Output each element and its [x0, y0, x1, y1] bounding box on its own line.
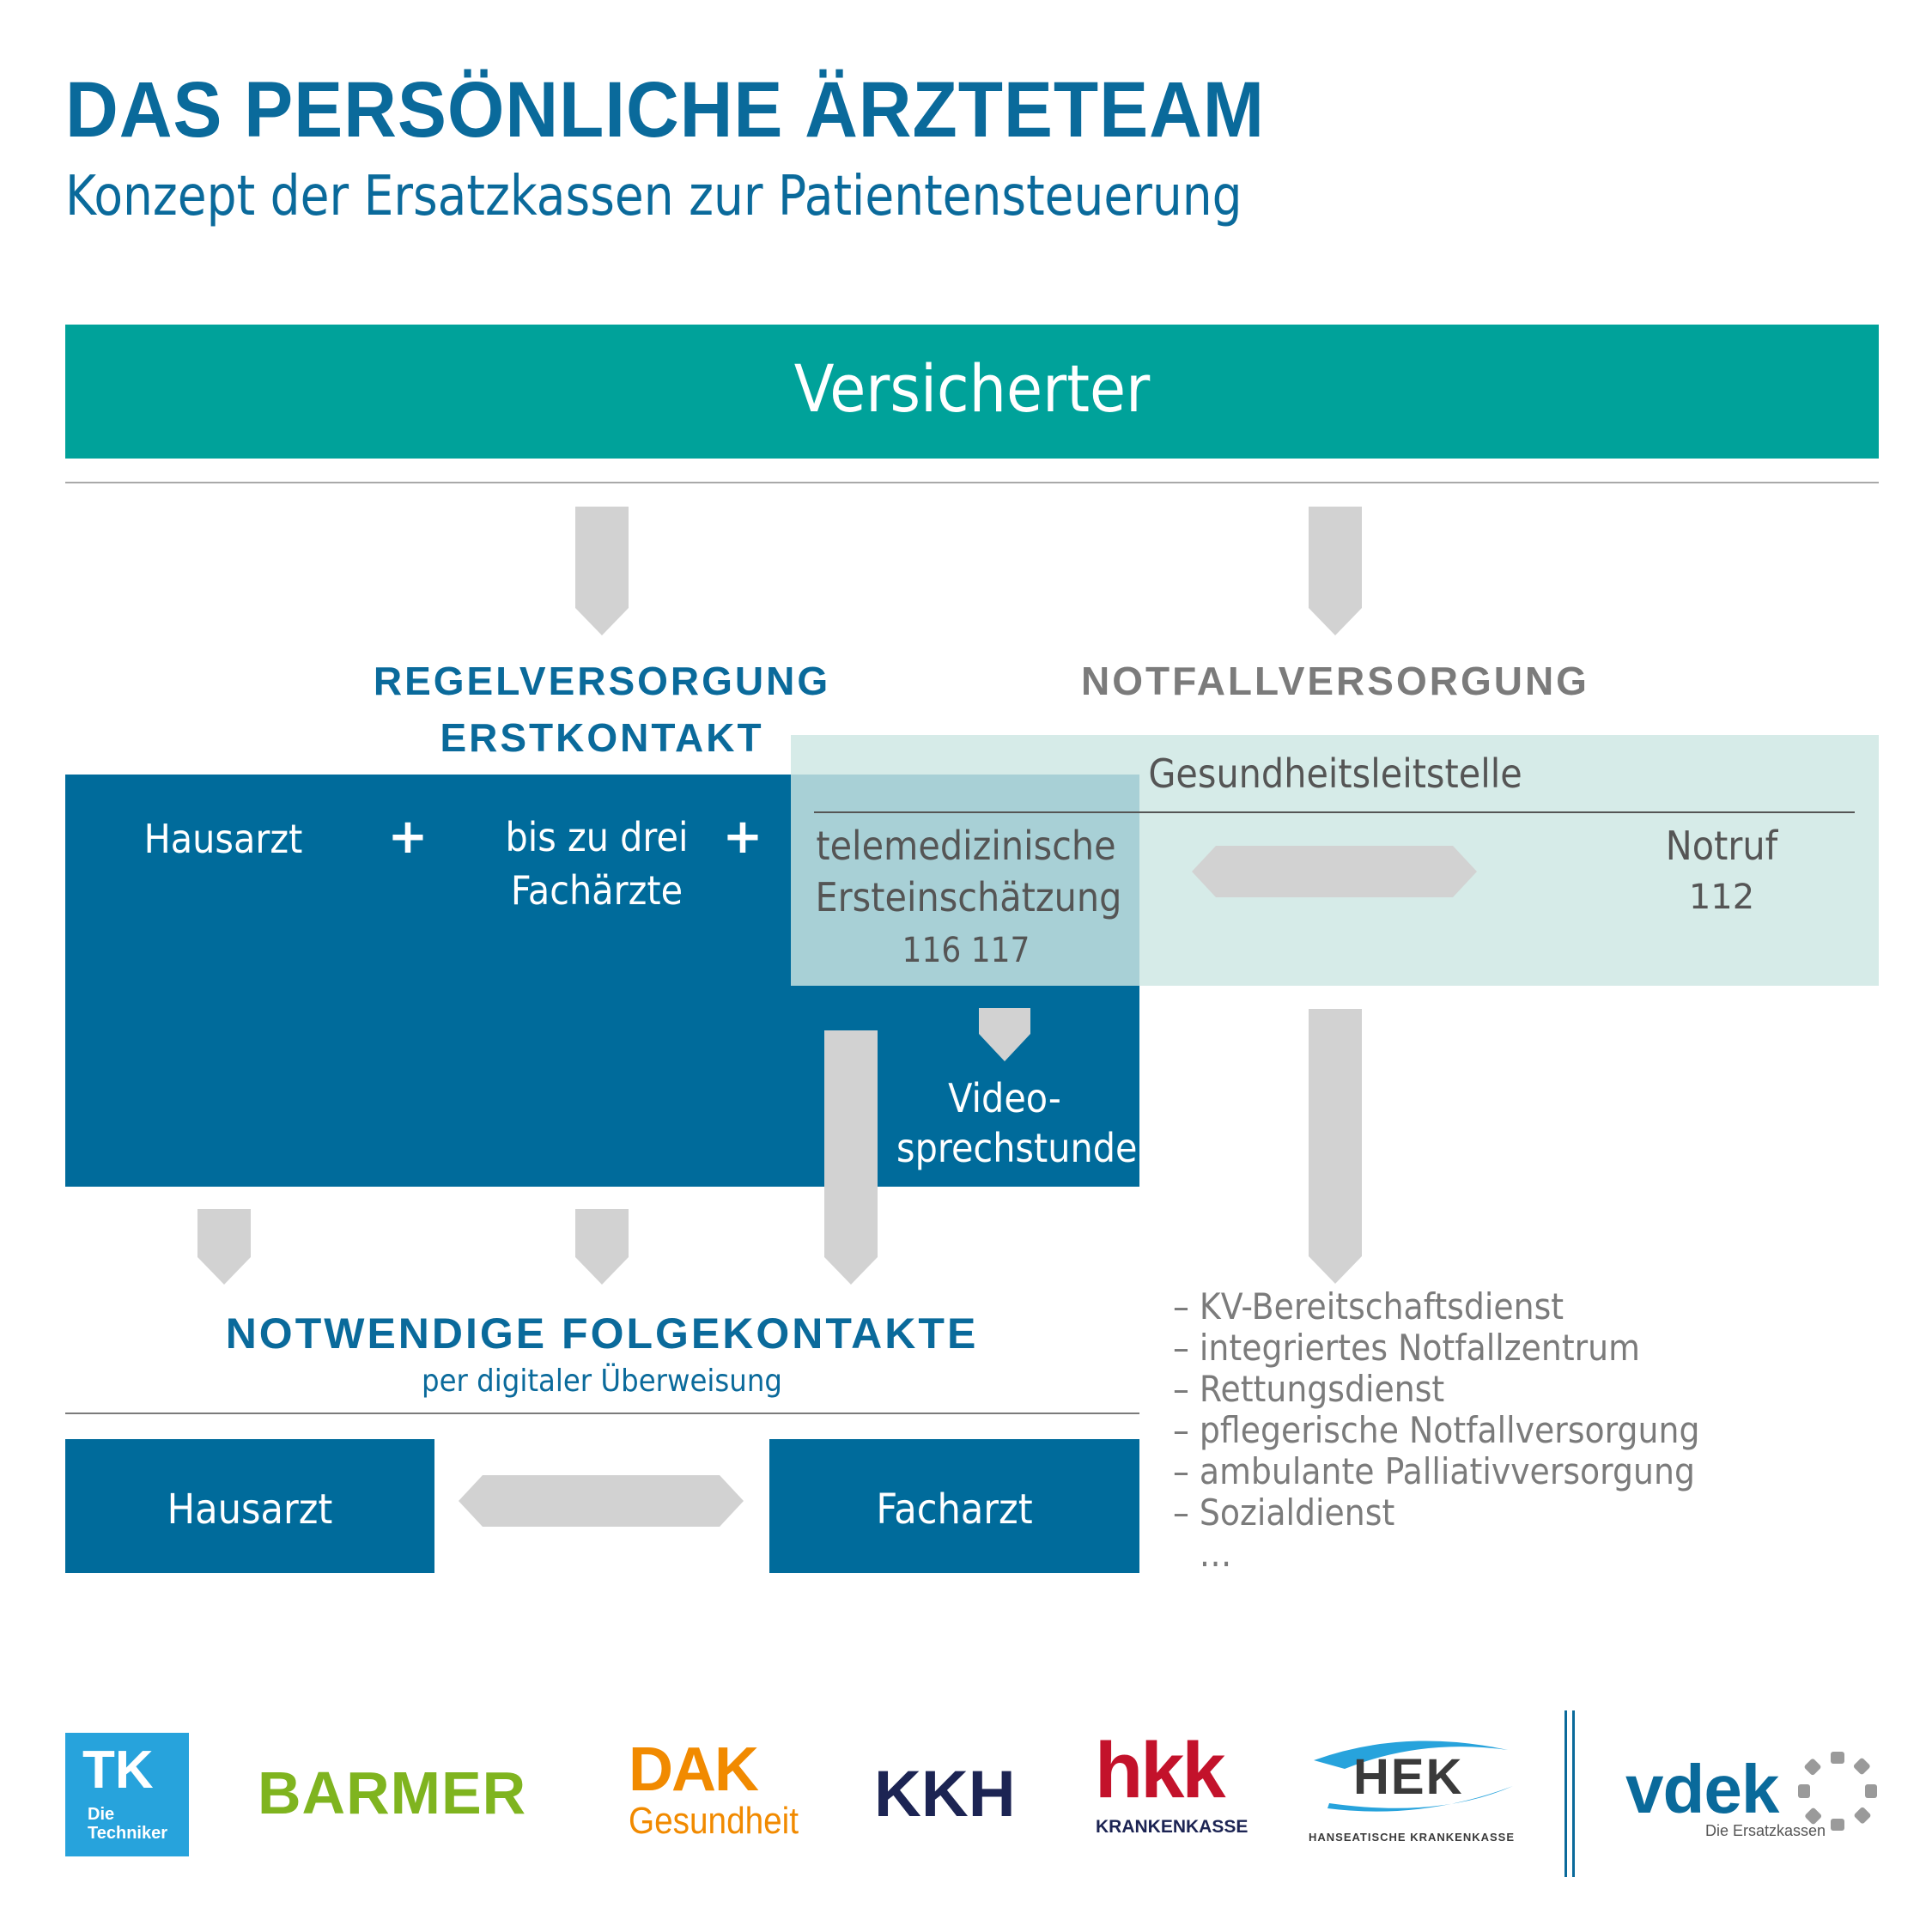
divider-top	[65, 482, 1879, 483]
vdek-logo-sub: Die Ersatzkassen	[1705, 1822, 1826, 1839]
hkk-logo: hkk	[1095, 1727, 1226, 1814]
hausarzt-label: Hausarzt	[143, 816, 303, 862]
logo-separator	[1564, 1710, 1567, 1877]
notruf-number: 112	[1688, 878, 1755, 917]
arrow-down-icon	[1309, 1009, 1362, 1284]
hek-logo: HEK	[1353, 1749, 1464, 1805]
dak-logo-sub: Gesundheit	[629, 1800, 799, 1842]
hek-swoosh-icon	[1314, 1741, 1513, 1812]
double-arrow-icon	[1192, 846, 1477, 897]
versicherter-bar	[65, 325, 1879, 459]
folgekontakte-subheading: per digitaler Überweisung	[422, 1364, 782, 1399]
arrow-down-icon	[824, 1030, 878, 1285]
double-arrow-icon	[459, 1475, 744, 1527]
kkh-logo: KKH	[874, 1758, 1016, 1831]
dak-logo: DAK	[629, 1735, 759, 1804]
vdek-ring-icon	[1798, 1752, 1877, 1831]
telemedizin-number: 116 117	[902, 931, 1030, 970]
arrow-down-icon	[979, 1008, 1030, 1061]
logo-separator	[1572, 1710, 1575, 1877]
page-title: DAS PERSÖNLICHE ÄRZTETEAM	[65, 66, 1266, 154]
list-item: – Sozialdienst	[1173, 1492, 1395, 1534]
arrow-down-icon	[197, 1209, 251, 1285]
notruf-label: Notruf	[1665, 823, 1778, 869]
plus-icon: +	[722, 809, 763, 865]
vdek-logo: vdek	[1625, 1751, 1779, 1827]
barmer-logo: BARMER	[258, 1759, 527, 1826]
fachaerzte-label-line1: bis zu drei	[505, 814, 689, 860]
videosprechstunde-line2: sprechstunde	[896, 1125, 1138, 1171]
versicherter-label: Versicherter	[793, 350, 1151, 427]
hausarzt-box-label: Hausarzt	[167, 1485, 333, 1534]
page-subtitle: Konzept der Ersatzkassen zur Patientenst…	[65, 165, 1242, 228]
leitstelle-divider	[814, 811, 1855, 813]
telemedizin-label-line1: telemedizinische	[816, 823, 1116, 869]
list-item: – KV-Bereitschaftsdienst	[1173, 1285, 1564, 1327]
list-item: – ambulante Palliativversorgung	[1173, 1450, 1695, 1492]
list-item: – pflegerische Notfallversorgung	[1173, 1409, 1700, 1451]
plus-icon: +	[387, 809, 428, 865]
facharzt-box	[769, 1439, 1139, 1573]
divider-folge	[65, 1413, 1139, 1414]
list-item: – Rettungsdienst	[1173, 1368, 1445, 1410]
videosprechstunde-line1: Video-	[948, 1075, 1061, 1121]
telemedizin-label-line2: Ersteinschätzung	[815, 874, 1122, 920]
arrow-down-icon	[1309, 507, 1362, 635]
list-item: …	[1199, 1533, 1232, 1575]
notfall-services-list: – KV-Bereitschaftsdienst – integriertes …	[1173, 1286, 1776, 1575]
notfallversorgung-heading: NOTFALLVERSORGUNG	[1081, 659, 1589, 703]
regelversorgung-heading: REGELVERSORGUNG	[373, 659, 831, 703]
hausarzt-box	[65, 1439, 434, 1573]
gesundheitsleitstelle-label: Gesundheitsleitstelle	[1148, 750, 1522, 797]
list-item: – integriertes Notfallzentrum	[1173, 1327, 1640, 1369]
arrow-down-icon	[575, 507, 629, 635]
tk-logo-line2: Techniker	[88, 1824, 167, 1843]
hek-logo-sub: HANSEATISCHE KRANKENKASSE	[1309, 1831, 1516, 1844]
tk-logo-mark: TK	[82, 1741, 154, 1800]
hkk-logo-sub: KRANKENKASSE	[1096, 1817, 1249, 1837]
fachaerzte-label-line2: Fachärzte	[510, 867, 683, 914]
tk-logo: TK Die Techniker	[65, 1733, 189, 1856]
arrow-down-icon	[575, 1209, 629, 1285]
facharzt-box-label: Facharzt	[876, 1485, 1033, 1534]
tk-logo-line1: Die	[88, 1805, 115, 1824]
erstkontakt-heading: ERSTKONTAKT	[440, 715, 764, 760]
folgekontakte-heading: NOTWENDIGE FOLGEKONTAKTE	[225, 1309, 979, 1358]
